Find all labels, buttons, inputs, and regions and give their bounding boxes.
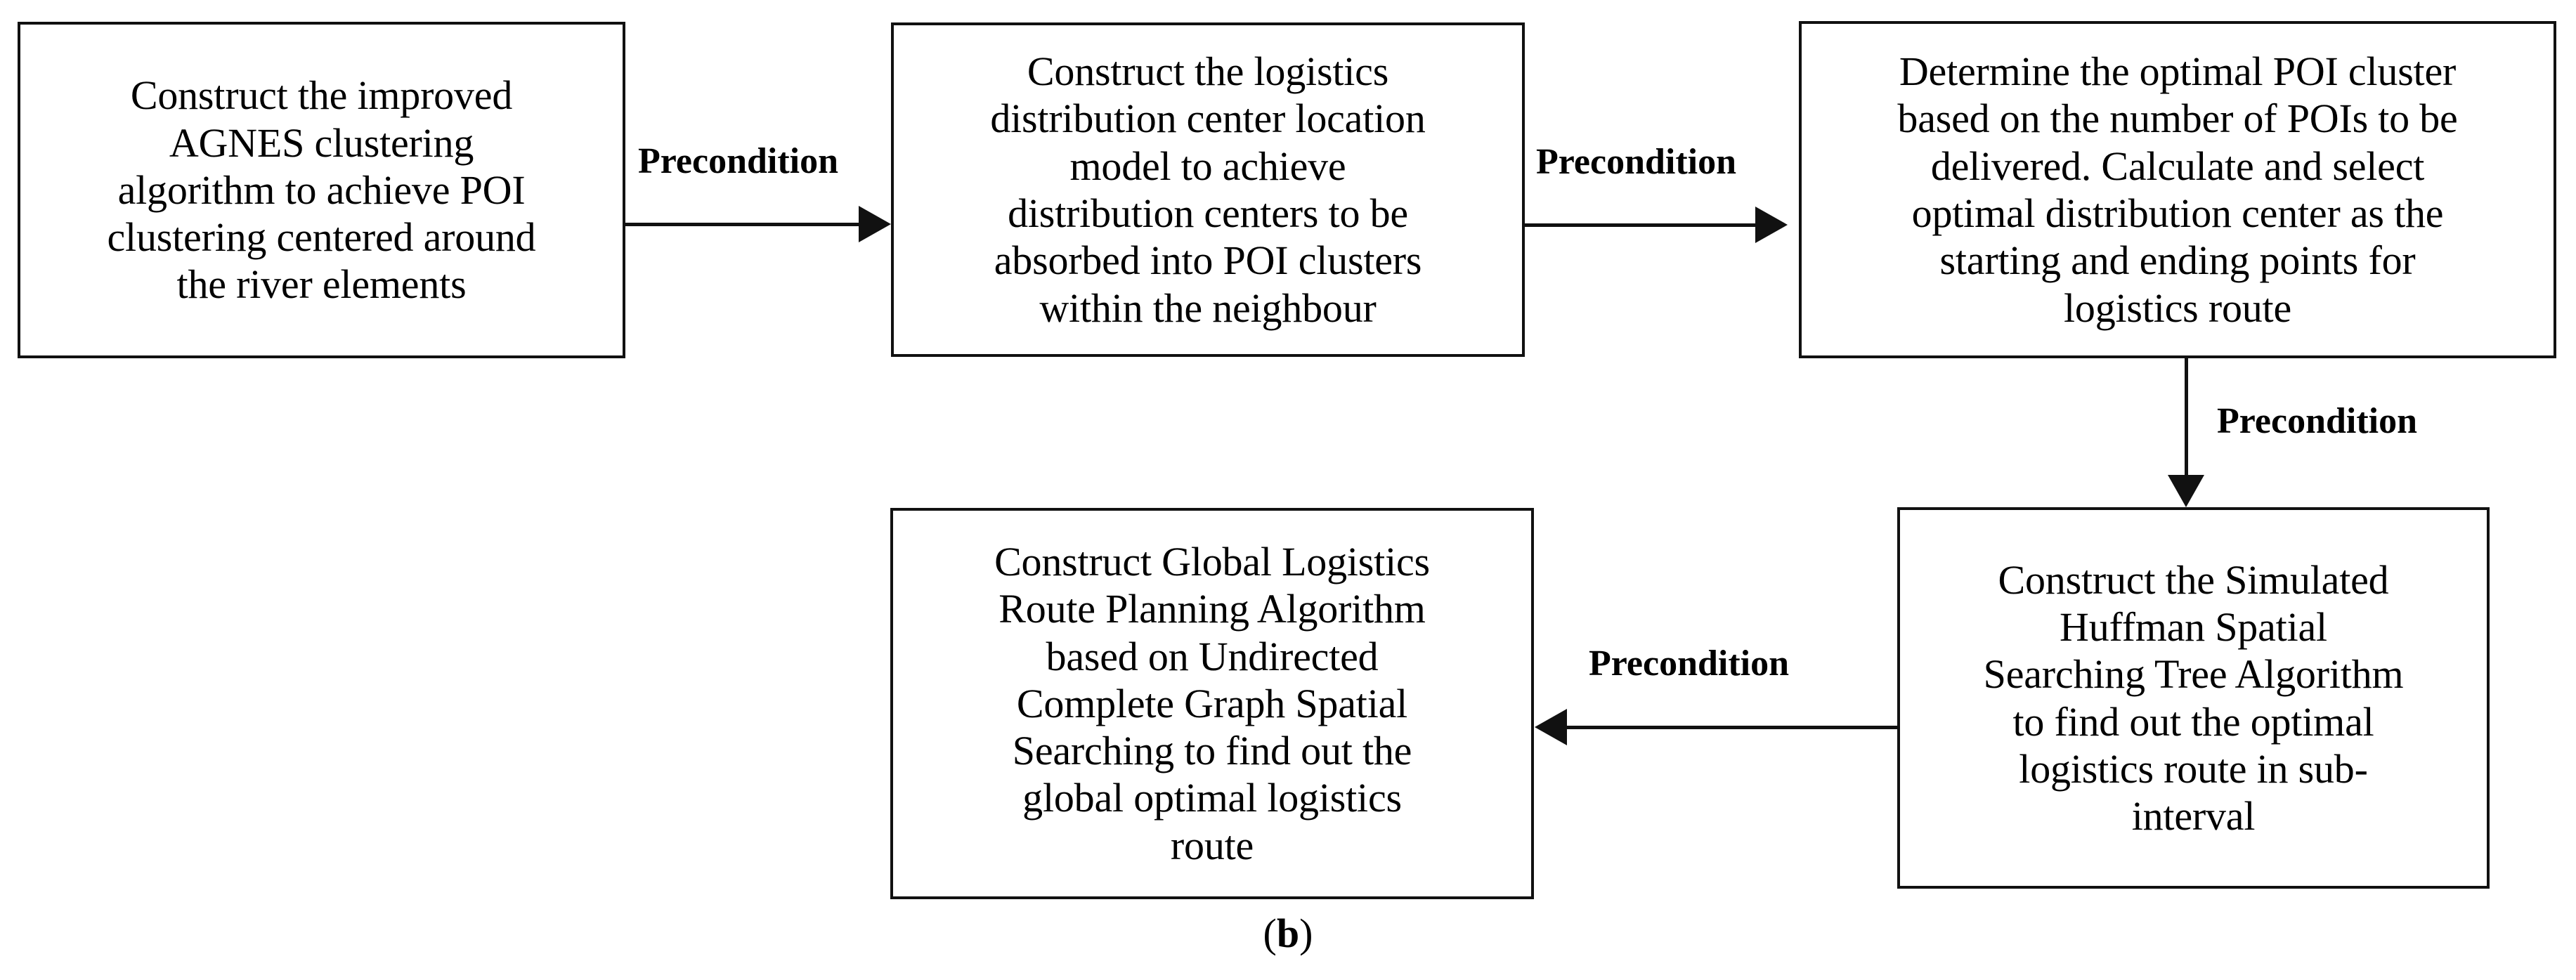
edge-line-4 [1567, 726, 1899, 729]
caption-close-paren: ) [1299, 910, 1313, 956]
flow-node-label: Construct the logistics distribution cen… [990, 48, 1426, 331]
edge-line-2 [1525, 223, 1757, 227]
edge-label-precondition-4: Precondition [1589, 643, 1790, 684]
arrowhead-left-icon [1535, 709, 1567, 745]
edge-line-3 [2185, 358, 2188, 485]
flow-node-label: Construct the improved AGNES clustering … [107, 72, 536, 308]
caption-letter: b [1276, 910, 1300, 956]
figure-caption: (b) [0, 913, 2576, 954]
edge-line-1 [625, 223, 860, 226]
arrowhead-right-icon [1755, 207, 1788, 243]
flow-node-logistics-distribution-center-model: Construct the logistics distribution cen… [891, 22, 1525, 357]
flow-node-label: Construct Global Logistics Route Plannin… [994, 539, 1430, 868]
flow-node-label: Determine the optimal POI cluster based … [1897, 48, 2458, 331]
flow-node-label: Construct the Simulated Huffman Spatial … [1983, 556, 2404, 839]
arrowhead-right-icon [859, 206, 891, 242]
edge-label-precondition-2: Precondition [1536, 142, 1737, 182]
caption-open-paren: ( [1263, 910, 1277, 956]
flow-node-global-logistics-route-planning: Construct Global Logistics Route Plannin… [890, 508, 1534, 899]
edge-label-precondition-3: Precondition [2217, 401, 2418, 441]
flow-node-construct-agnes-clustering: Construct the improved AGNES clustering … [18, 22, 625, 358]
flow-node-determine-optimal-poi-cluster: Determine the optimal POI cluster based … [1799, 21, 2556, 358]
arrowhead-down-icon [2168, 475, 2204, 507]
edge-label-precondition-1: Precondition [638, 141, 839, 181]
flow-node-simulated-huffman-search-tree: Construct the Simulated Huffman Spatial … [1897, 507, 2490, 889]
